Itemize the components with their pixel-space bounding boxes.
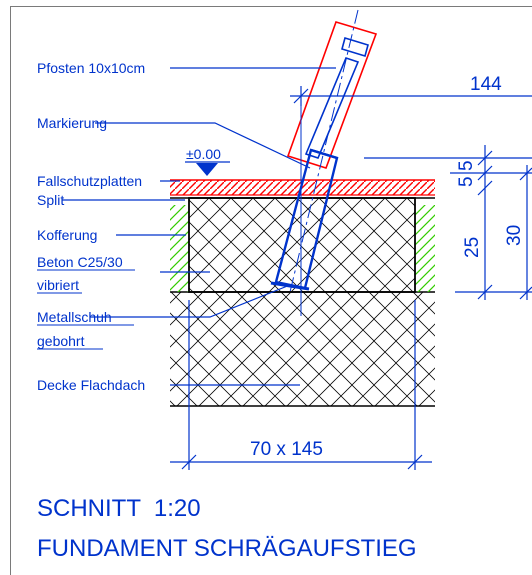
level-marker: ±0.00	[185, 146, 230, 176]
dimension-30: 30	[504, 225, 525, 246]
dimension-right: 5 5 25 30	[364, 145, 532, 300]
fall-protection-layer	[170, 179, 435, 199]
dimension-70x145: 70 x 145	[250, 439, 323, 460]
shoe-label-line2: gebohrt	[37, 333, 85, 349]
roof-slab	[170, 291, 435, 407]
split-label: Split	[37, 192, 64, 208]
roof-label: Decke Flachdach	[37, 377, 145, 393]
dimension-144: 144	[470, 74, 502, 95]
title-block: SCHNITT 1:20 FUNDAMENT SCHRÄGAUFSTIEG	[37, 495, 417, 562]
labels: Pfosten 10x10cm Markierung Fallschutzpla…	[37, 60, 145, 393]
title-line2: FUNDAMENT SCHRÄGAUFSTIEG	[37, 535, 417, 562]
fall-protection-label: Fallschutzplatten	[37, 173, 142, 189]
shoe-label-line1: Metallschuh	[37, 309, 112, 325]
dimension-25: 25	[462, 237, 483, 258]
leader-lines	[62, 67, 336, 386]
title-line1: SCHNITT 1:20	[37, 495, 201, 522]
drawing-frame	[10, 6, 532, 575]
concrete-label-line1: Beton C25/30	[37, 254, 123, 270]
base-layer-label: Kofferung	[37, 227, 97, 243]
base-layer	[170, 205, 435, 292]
level-label: ±0.00	[186, 146, 221, 162]
concrete-foundation	[188, 197, 416, 293]
concrete-label-line2: vibriert	[37, 277, 79, 293]
post-label: Pfosten 10x10cm	[37, 60, 145, 76]
dimension-5b: 5	[456, 176, 477, 187]
dimension-top: 144	[290, 74, 532, 106]
dimension-bottom: 70 x 145	[170, 300, 432, 470]
marking-label: Markierung	[37, 115, 107, 131]
dimension-5a: 5	[456, 160, 477, 171]
post	[270, 9, 378, 316]
